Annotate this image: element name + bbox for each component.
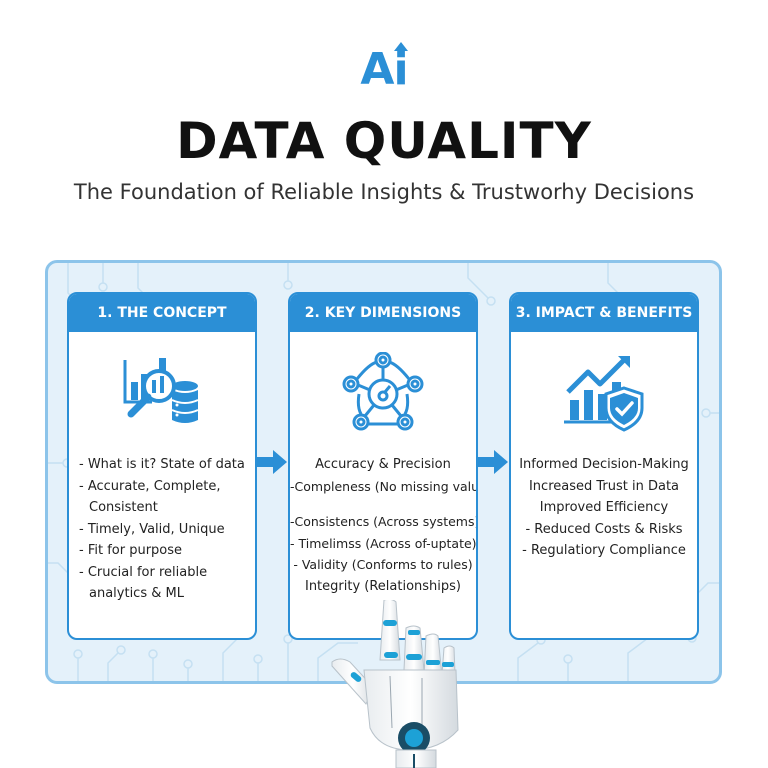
spacer xyxy=(290,497,476,511)
ai-logo: Ai xyxy=(0,42,768,95)
dimensions-list: Accuracy & Precision -Compleness (No mis… xyxy=(290,454,476,597)
list-item: - Timely, Valid, Unique xyxy=(79,521,225,537)
list-item: Improved Efficiency xyxy=(539,500,669,515)
data-analysis-icon xyxy=(69,352,255,432)
logo-letter-i: i xyxy=(393,44,408,95)
concept-card: 1. THE CONCEPT - What is it? State of da… xyxy=(67,292,257,640)
concept-list: - What is it? State of data - Accurate, … xyxy=(69,454,255,605)
robot-hand-icon xyxy=(331,600,459,768)
list-item: -Compleness (No missing values) xyxy=(290,478,478,494)
page-title: DATA QUALITY xyxy=(176,112,592,170)
card-header: 3. IMPACT & BENEFITS xyxy=(511,294,697,332)
list-item: -Consistencs (Across systems) xyxy=(290,514,478,529)
list-item: - Regulatiory Compliance xyxy=(522,543,686,558)
list-item: - Timelimss (Across of-uptate) xyxy=(290,535,477,551)
logo-letter-a: A xyxy=(360,44,394,95)
list-item: Informed Decision-Making xyxy=(519,457,689,472)
arrow-right-icon xyxy=(257,450,287,474)
arrow-right-icon xyxy=(478,450,508,474)
list-item: Integrity (Relationships) xyxy=(304,578,462,594)
dimensions-card: 2. KEY DIMENSIONS Accuracy & Precision -… xyxy=(288,292,478,640)
card-header: 1. THE CONCEPT xyxy=(69,294,255,332)
list-item: - Fit for purpose xyxy=(79,543,183,558)
list-item: Consistent xyxy=(89,500,158,515)
list-item: - Reduced Costs & Risks xyxy=(525,521,683,537)
page-subtitle: The Foundation of Reliable Insights & Tr… xyxy=(73,180,695,204)
card-header: 2. KEY DIMENSIONS xyxy=(290,294,476,332)
impact-list: Informed Decision-Making Increased Trust… xyxy=(511,454,697,562)
logo-arrow-tip-icon xyxy=(393,42,408,51)
list-item: - Crucial for reliable xyxy=(79,564,208,580)
logo-letter-i-wrap: i xyxy=(393,42,409,95)
list-item: - Validity (Conforms to rules) xyxy=(293,557,473,572)
list-item: analytics & ML xyxy=(89,586,184,601)
list-item: - What is it? State of data xyxy=(79,457,245,472)
growth-shield-icon xyxy=(511,352,697,432)
list-item: Increased Trust in Data xyxy=(528,478,680,494)
network-nodes-icon xyxy=(290,352,476,432)
list-item: Accuracy & Precision xyxy=(315,457,451,472)
list-item: - Accurate, Complete, xyxy=(79,478,221,494)
impact-card: 3. IMPACT & BENEFITS Informed Decision-M… xyxy=(509,292,699,640)
